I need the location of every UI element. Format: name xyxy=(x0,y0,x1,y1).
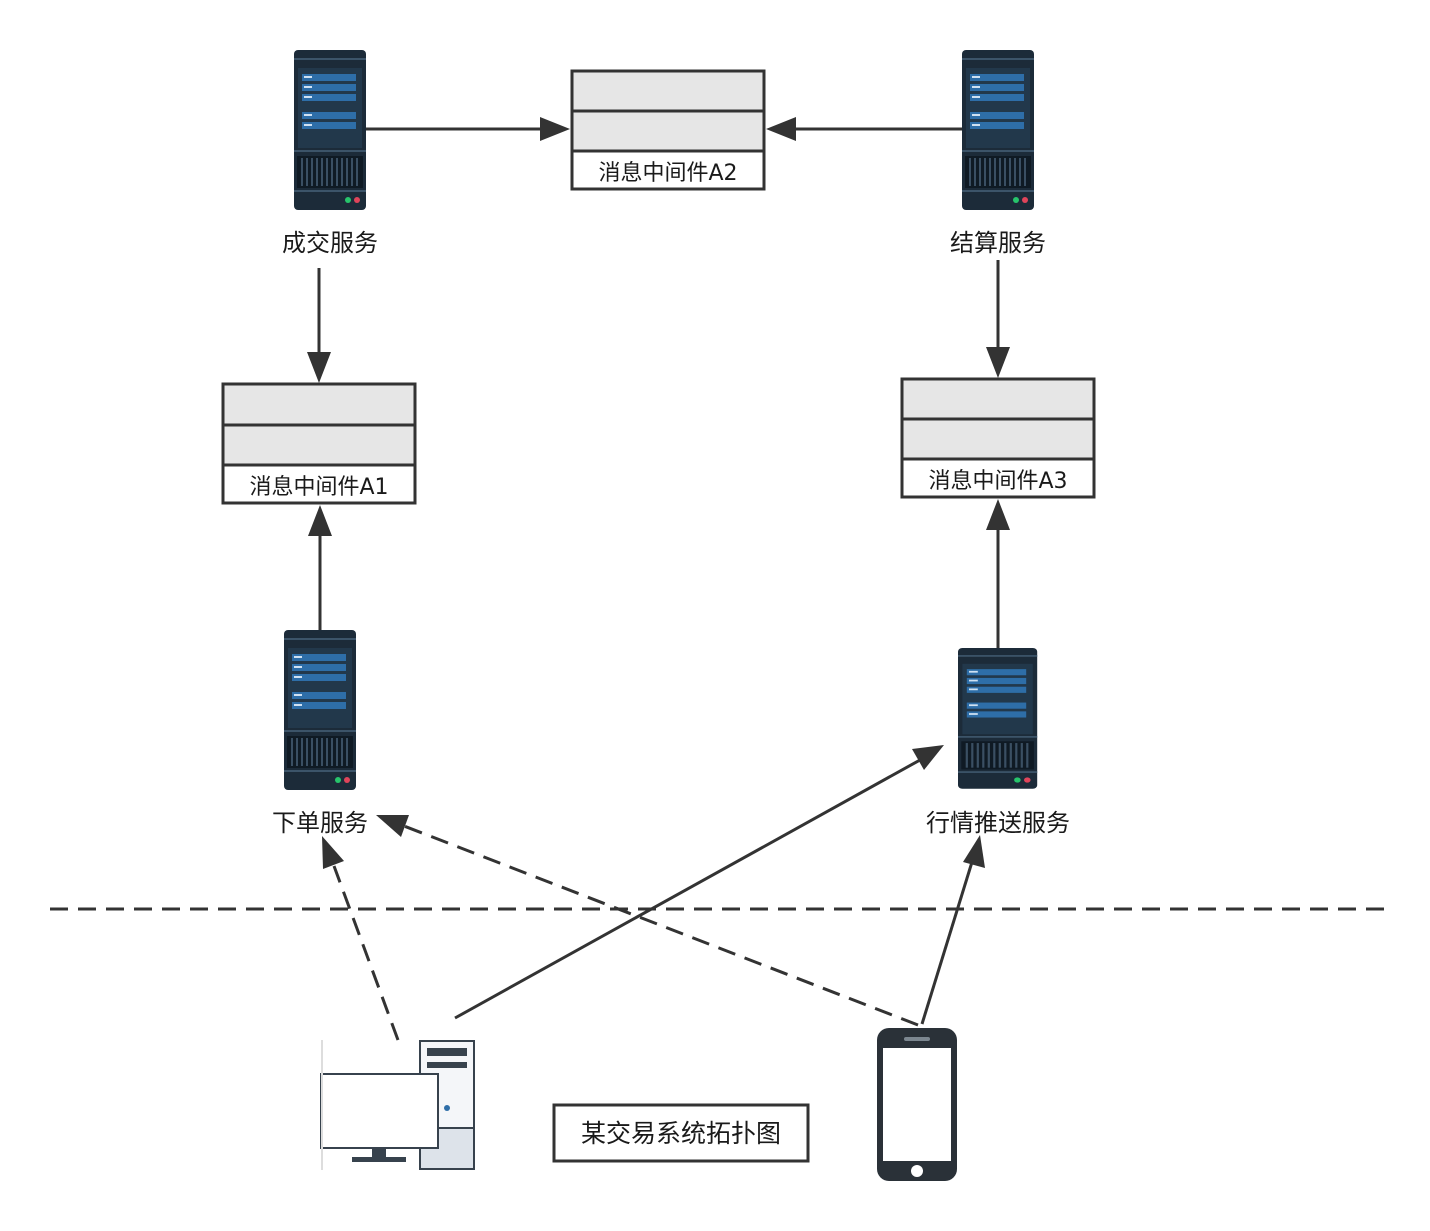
arrow-desktop-to-order xyxy=(322,836,400,1041)
quote-server-icon xyxy=(956,646,1039,790)
arrow-deal-to-a1 xyxy=(307,268,331,383)
arrow-desktop-to-quote xyxy=(454,745,944,1020)
queue-a3-label: 消息中间件A3 xyxy=(928,469,1067,494)
queue-a1-label: 消息中间件A1 xyxy=(249,475,388,500)
queue-a1: 消息中间件A1 xyxy=(221,382,417,505)
queue-a3: 消息中间件A3 xyxy=(900,377,1096,499)
diagram-title-box: 某交易系统拓扑图 xyxy=(552,1103,810,1163)
arrow-quote-to-a3 xyxy=(986,499,1010,648)
settle-service-label: 结算服务 xyxy=(950,229,1046,257)
diagram-title: 某交易系统拓扑图 xyxy=(581,1119,781,1148)
queue-a2-label: 消息中间件A2 xyxy=(598,161,737,186)
arrow-order-to-a1 xyxy=(308,505,332,630)
mobile-phone-icon xyxy=(877,1028,957,1181)
deal-server-icon xyxy=(293,49,367,211)
arrow-settle-to-a3 xyxy=(986,260,1010,378)
order-service-label: 下单服务 xyxy=(272,809,368,837)
desktop-computer-icon xyxy=(320,1040,475,1170)
arrow-settle-to-a2 xyxy=(766,117,962,141)
deal-service-label: 成交服务 xyxy=(282,229,378,257)
arrow-deal-to-a2 xyxy=(366,117,570,141)
queue-a2: 消息中间件A2 xyxy=(570,69,766,191)
quote-service-label: 行情推送服务 xyxy=(926,809,1070,837)
arrow-mobile-to-order xyxy=(376,815,919,1027)
order-server-icon xyxy=(283,629,357,791)
arrow-mobile-to-quote xyxy=(920,835,985,1025)
settle-server-icon xyxy=(961,49,1035,211)
